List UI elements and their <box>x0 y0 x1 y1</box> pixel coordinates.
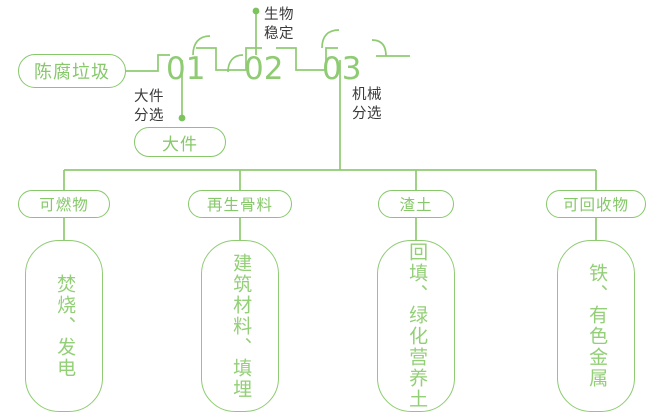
stage-number-01[interactable]: 01 <box>166 51 206 87</box>
output-box-text: 焚烧、发电 <box>54 273 76 379</box>
output-box-text: 建筑材料、填埋 <box>230 252 252 400</box>
output-box-combustible[interactable]: 焚烧、发电 <box>25 240 103 412</box>
stage-caption-03: 机械 分选 <box>352 87 382 123</box>
dot-branch-02 <box>252 7 260 15</box>
side-output-label: 大件 <box>162 134 198 154</box>
link-01-to-02 <box>196 47 262 71</box>
output-box-slag[interactable]: 回填、绿化营养土 <box>377 240 455 412</box>
output-pill-label: 可燃物 <box>39 197 89 214</box>
arc-03-right <box>371 39 387 57</box>
output-box-recyclable[interactable]: 铁、有色金属 <box>557 240 635 412</box>
stage-number-03[interactable]: 03 <box>322 51 362 87</box>
output-pill-combustible[interactable]: 可燃物 <box>18 190 110 218</box>
arc-03-left <box>321 29 340 49</box>
link-input-to-01 <box>126 54 170 72</box>
output-box-text: 铁、有色金属 <box>586 263 608 389</box>
stage-number-02[interactable]: 02 <box>244 51 284 87</box>
input-node-label: 陈腐垃圾 <box>34 62 110 82</box>
arc-01-right <box>192 35 211 56</box>
stage-caption-02: 生物 稳定 <box>264 7 294 43</box>
output-box-text: 回填、绿化营养土 <box>406 242 428 410</box>
output-pill-label: 可回收物 <box>562 197 629 214</box>
arc-02-left <box>227 54 244 73</box>
dot-branch-01 <box>178 114 186 122</box>
output-pill-label: 再生骨料 <box>206 197 273 214</box>
input-node-pill[interactable]: 陈腐垃圾 <box>18 54 126 88</box>
output-box-aggregate[interactable]: 建筑材料、填埋 <box>201 240 279 412</box>
link-02-to-03 <box>276 47 338 71</box>
output-pill-recyclable[interactable]: 可回收物 <box>546 190 646 218</box>
output-pill-label: 渣土 <box>399 197 433 214</box>
output-pill-slag[interactable]: 渣土 <box>378 190 454 218</box>
side-output-pill[interactable]: 大件 <box>134 127 226 157</box>
stage-caption-01: 大件 分选 <box>134 89 164 125</box>
output-pill-aggregate[interactable]: 再生骨料 <box>188 190 292 218</box>
